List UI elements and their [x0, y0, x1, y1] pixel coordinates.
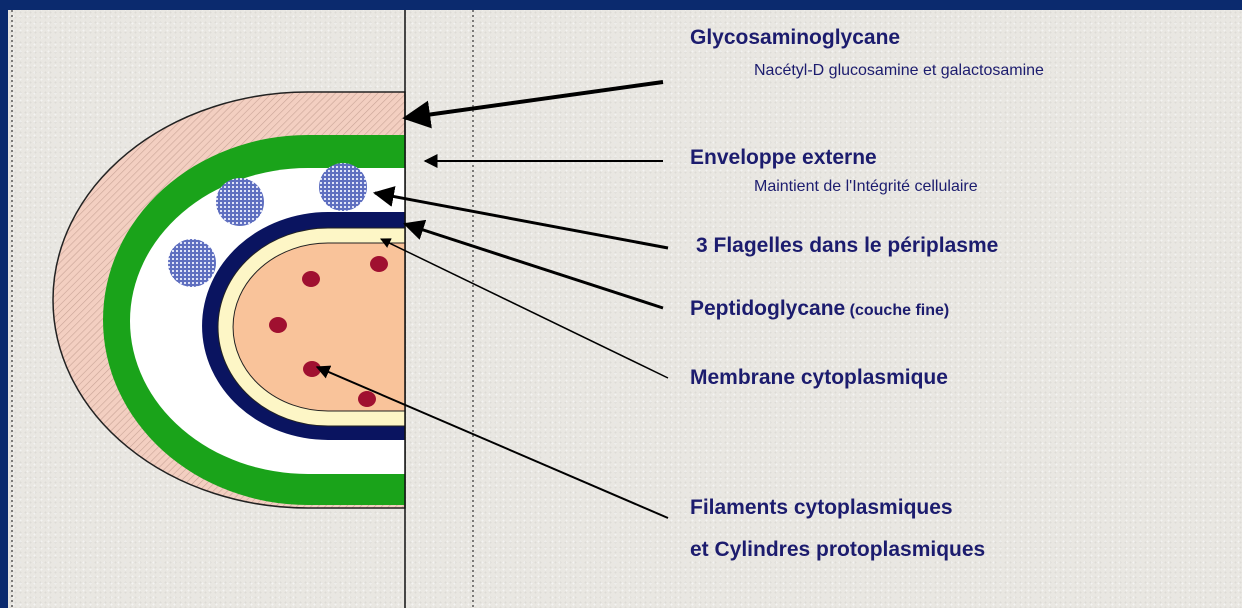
filament-dot [358, 391, 376, 407]
arrow-glycosaminoglycane [405, 82, 663, 118]
label-enveloppe-externe-detail: Maintient de l'Intégrité cellulaire [754, 178, 978, 196]
flagellum [168, 239, 216, 287]
label-membrane: Membrane cytoplasmique [690, 366, 948, 390]
label-peptidoglycane-row: Peptidoglycane (couche fine) [690, 297, 949, 321]
label-peptidoglycane-detail: (couche fine) [850, 302, 950, 319]
arrow-membrane [381, 239, 668, 378]
flagellum [319, 163, 367, 211]
label-filaments-line2: et Cylindres protoplasmiques [690, 538, 985, 562]
filament-dot [269, 317, 287, 333]
label-enveloppe-externe: Enveloppe externe [690, 146, 877, 170]
label-filaments-line1: Filaments cytoplasmiques [690, 496, 953, 520]
label-glycosaminoglycane-detail: Nacétyl-D glucosamine et galactosamine [754, 62, 1044, 80]
arrow-flagelles [375, 193, 668, 248]
label-peptidoglycane: Peptidoglycane [690, 297, 845, 320]
cell-diagram [8, 10, 1242, 608]
label-glycosaminoglycane: Glycosaminoglycane [690, 26, 900, 50]
arrow-peptidoglycane [405, 224, 663, 308]
flagellum [216, 178, 264, 226]
filament-dot [302, 271, 320, 287]
label-flagelles: 3 Flagelles dans le périplasme [696, 234, 998, 258]
slide: Glycosaminoglycane Nacétyl-D glucosamine… [8, 10, 1242, 608]
filament-dot [370, 256, 388, 272]
filament-dot [303, 361, 321, 377]
